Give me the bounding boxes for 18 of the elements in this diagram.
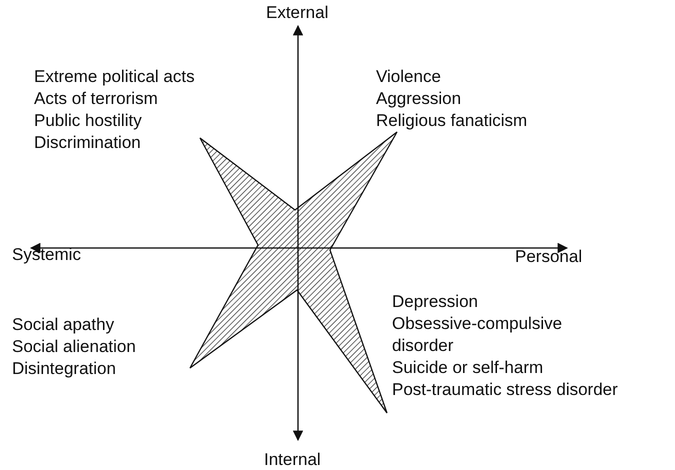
axis-label: Internal xyxy=(264,449,321,470)
axis-label: Systemic xyxy=(12,244,81,266)
axis-label: External xyxy=(266,2,328,24)
list-item: Social apathy xyxy=(12,314,114,336)
list-item: Extreme political acts xyxy=(34,66,195,88)
list-item: Depression xyxy=(392,291,478,313)
list-item: Disintegration xyxy=(12,358,116,380)
list-item: Post-traumatic stress disorder xyxy=(392,379,618,401)
list-item: Religious fanaticism xyxy=(376,110,528,132)
list-item: Acts of terrorism xyxy=(34,88,158,110)
list-item: Social alienation xyxy=(12,336,136,358)
list-item: Obsessive-compulsive disorder xyxy=(392,313,564,357)
list-item: Suicide or self-harm xyxy=(392,357,544,379)
list-item: Discrimination xyxy=(34,132,141,154)
list-item: Aggression xyxy=(376,88,462,110)
axis-label: Personal xyxy=(515,246,582,268)
list-item: Public hostility xyxy=(34,110,142,132)
list-item: Violence xyxy=(376,66,441,88)
